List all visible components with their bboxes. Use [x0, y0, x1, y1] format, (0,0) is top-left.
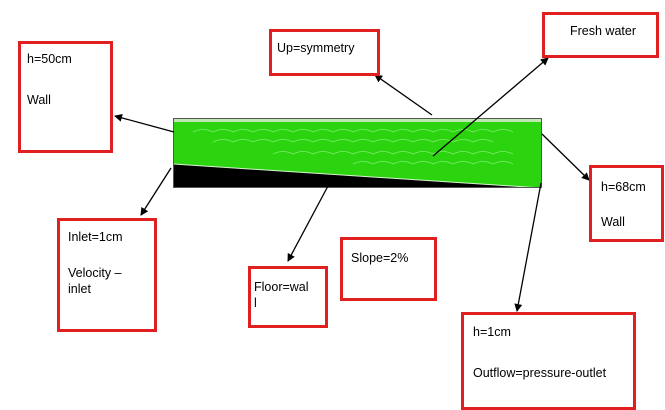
domain-outline	[173, 118, 542, 188]
water-top-band	[173, 118, 542, 122]
arrow-fresh-water	[432, 57, 549, 157]
arrow-wall-left	[114, 113, 175, 133]
slope-label-box: Slope=2%	[340, 237, 437, 301]
up-symmetry-text: Up=symmetry	[277, 41, 355, 55]
arrow-inlet	[140, 167, 172, 216]
slope-text: Slope=2%	[351, 251, 409, 265]
floor-label-box: Floor=wal l	[248, 266, 328, 328]
arrow-wall-right	[541, 133, 590, 181]
up-symmetry-label-box: Up=symmetry	[269, 29, 380, 76]
wall-right-type: Wall	[601, 215, 625, 229]
outlet-type: Outflow=pressure-outlet	[473, 366, 607, 380]
inlet-label-box: Inlet=1cm Velocity – inlet	[57, 218, 157, 332]
wall-left-height: h=50cm	[27, 52, 72, 66]
floor-line1: Floor=wal	[254, 280, 309, 294]
outlet-label-box: h=1cm Outflow=pressure-outlet	[461, 312, 636, 410]
floor-line	[173, 163, 542, 188]
wall-left-type: Wall	[27, 93, 51, 107]
inlet-type-line1: Velocity –	[68, 266, 122, 280]
floor-line2: l	[254, 296, 257, 310]
arrow-floor	[287, 185, 329, 262]
wall-right-height: h=68cm	[601, 180, 646, 194]
inlet-type-line2: inlet	[68, 282, 91, 296]
wall-right-label-box: h=68cm Wall	[589, 165, 664, 242]
fresh-water-text: Fresh water	[570, 24, 636, 38]
flow-streaks	[192, 129, 514, 165]
fresh-water-label-box: Fresh water	[542, 12, 659, 58]
channel-domain	[173, 118, 542, 188]
arrow-up-symmetry	[374, 74, 433, 116]
inlet-size: Inlet=1cm	[68, 230, 123, 244]
wall-left-label-box: h=50cm Wall	[18, 41, 113, 153]
arrow-outlet	[514, 182, 542, 312]
outlet-height: h=1cm	[473, 325, 511, 339]
